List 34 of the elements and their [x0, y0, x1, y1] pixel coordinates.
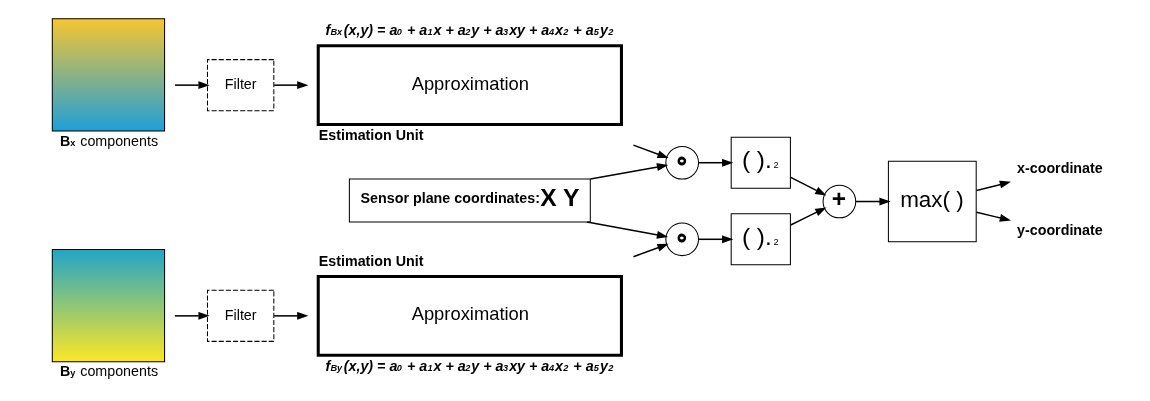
arrow	[697, 235, 733, 244]
arrow	[789, 176, 826, 196]
node-circle: +	[822, 184, 856, 219]
arrow	[975, 211, 1011, 222]
arrow	[272, 81, 308, 90]
node-text: x-coordinate	[1016, 159, 1103, 176]
node-label: Estimation Unit	[318, 253, 423, 270]
node-label: By components	[59, 363, 158, 380]
node-circle: ∘	[664, 145, 699, 180]
node-box: Approximation	[316, 275, 623, 357]
node-text: y-coordinate	[1016, 221, 1103, 238]
arrow	[975, 180, 1011, 192]
arrow	[854, 197, 891, 206]
arrow	[697, 158, 733, 167]
arrow	[173, 81, 210, 90]
node-label: Bx components	[59, 132, 158, 149]
arrow	[272, 311, 308, 320]
arrow	[589, 163, 668, 180]
arrow	[632, 243, 669, 258]
node-circle: ∘	[664, 222, 699, 257]
node-label: Estimation Unit	[318, 127, 423, 144]
node-label: fBx(x,y) = a0 + a1x + a2y + a3xy + a4x2 + a5y2	[324, 22, 613, 39]
node-box: Sensor plane coordinates:X Y	[348, 178, 591, 223]
node-box: ( ).2	[730, 136, 791, 189]
arrow	[585, 221, 668, 239]
node-box: Filter	[206, 59, 274, 112]
node-box: Approximation	[316, 44, 623, 126]
node-box: max( )	[887, 160, 977, 243]
arrow	[632, 144, 669, 159]
node-label: fBy(x,y) = a0 + a1x + a2y + a3xy + a4x2 + a5y2	[324, 358, 613, 375]
node-box: ( ).2	[730, 213, 791, 266]
arrow	[173, 311, 210, 320]
node-box: Filter	[206, 289, 274, 342]
arrow	[789, 207, 826, 226]
